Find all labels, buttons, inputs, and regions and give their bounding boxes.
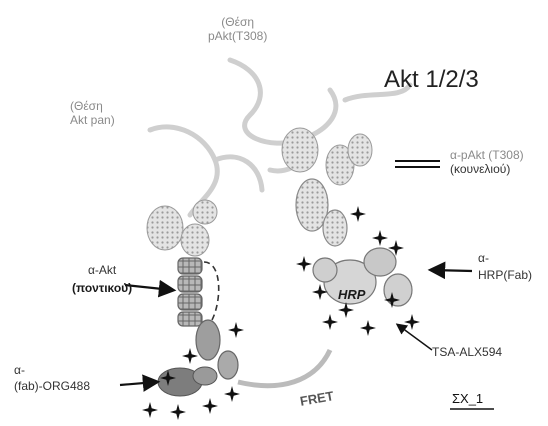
fluorophore-star-icon: [388, 240, 404, 256]
anti-akt-label: α-Akt (ποντικού): [72, 263, 133, 296]
site-aktpan-label-line1: (Θέση: [70, 99, 103, 113]
fluorophore-star-icon: [228, 322, 244, 338]
fluorophore-star-icon: [160, 370, 176, 386]
fluorophore-star-icon: [350, 206, 366, 222]
fluorophore-star-icon: [322, 314, 338, 330]
fluorophore-star-icon: [384, 292, 400, 308]
anti-akt-antibody: [177, 257, 239, 380]
fluorophore-star-icon: [338, 302, 354, 318]
anti-hrp-label-line2: HRP(Fab): [478, 267, 533, 282]
tsa-label: TSA-ALX594: [432, 345, 503, 359]
anti-hrp-label: α- HRP(Fab): [478, 251, 533, 283]
figure-id: ΣΧ_1: [452, 391, 484, 406]
arrow-tsa: [395, 323, 433, 351]
arrow-anti-akt: [124, 279, 177, 298]
fluorophore-star-icon: [372, 230, 388, 246]
anti-fab-org488-antibody: [157, 366, 218, 397]
anti-pakt-label-line2: (κουνελιού): [450, 161, 511, 176]
arrow-anti-hrp: [427, 261, 473, 280]
anti-akt-label-line2: (ποντικού): [72, 280, 133, 295]
fluorophore-star-icon: [182, 348, 198, 364]
label-arrows: [119, 261, 473, 392]
anti-fab-label: α- (fab)-ORG488: [14, 363, 91, 394]
fret-curve: [237, 348, 333, 389]
akt-protein-domains: [146, 127, 373, 257]
site-pakt-label: (Θέση pAkt(T308): [208, 15, 268, 44]
fluorophore-star-icon: [404, 314, 420, 330]
anti-pakt-label-line1: α-pAkt (T308): [450, 148, 524, 162]
anti-akt-label-line1: α-Akt: [87, 263, 117, 277]
anti-pakt-antibody: [295, 178, 348, 247]
fluorophore-star-icon: [142, 402, 158, 418]
hrp-enzyme: [312, 247, 413, 307]
fluorophore-star-icon: [224, 386, 240, 402]
site-pakt-label-line1: (Θέση: [221, 15, 255, 29]
anti-fab-label-line2: (fab)-ORG488: [14, 378, 91, 393]
fluorophore-star-icon: [360, 320, 376, 336]
arrow-anti-fab: [119, 374, 161, 392]
double-line-marker: [395, 160, 440, 168]
site-pakt-label-line2: pAkt(T308): [208, 28, 268, 43]
fluorophore-star-icon: [170, 404, 186, 420]
anti-fab-label-line1: α-: [14, 363, 25, 377]
diagram-title: Akt 1/2/3: [384, 66, 479, 93]
akt-protein-structure: [147, 57, 413, 218]
hrp-label: HRP: [338, 287, 366, 302]
fluorophore-star-icon: [202, 398, 218, 414]
fluorophore-stars: [142, 206, 420, 420]
anti-hrp-label-line1: α-: [478, 251, 489, 265]
fluorophore-star-icon: [312, 284, 328, 300]
site-aktpan-label-line2: Akt pan): [70, 112, 115, 127]
site-aktpan-label: (Θέση Akt pan): [70, 99, 115, 128]
fluorophore-star-icon: [296, 256, 312, 272]
anti-pakt-label: α-pAkt (T308) (κουνελιού): [450, 148, 524, 177]
